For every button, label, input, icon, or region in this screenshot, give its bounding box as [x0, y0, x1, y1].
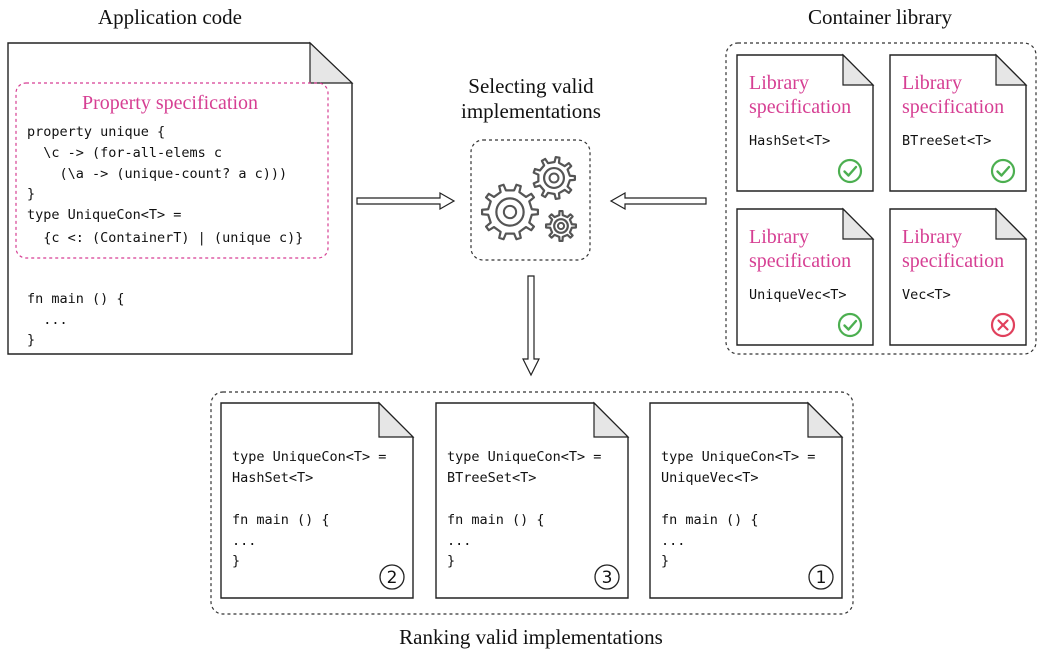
library-spec-title-line1: Library	[749, 226, 809, 248]
ranking-title: Ranking valid implementations	[399, 625, 663, 649]
selector-title-line2: implementations	[461, 99, 601, 123]
app-code-line: fn main () {	[27, 291, 125, 307]
app-code-line: }	[27, 186, 35, 202]
ranked-implementation-document: type UniqueCon<T> = BTreeSet<T> fn main (…	[435, 401, 630, 599]
ranking-box	[210, 391, 854, 615]
rank-badge	[379, 564, 405, 590]
ranked-code-line: UniqueVec<T>	[661, 470, 759, 486]
library-spec-title-line2: specification	[749, 96, 851, 118]
page-fold-corner	[378, 401, 415, 438]
ranked-code-line: BTreeSet<T>	[447, 470, 536, 486]
check-circle-icon	[837, 312, 863, 338]
ranked-doc-page	[435, 402, 629, 599]
ranked-implementation-list: type UniqueCon<T> = HashSet<T> fn main ()…	[220, 401, 844, 599]
property-specification-box	[15, 82, 329, 259]
container-library-title: Container library	[808, 5, 953, 29]
property-specification-title: Property specification	[82, 92, 258, 114]
ranked-code-line: fn main () {	[661, 512, 759, 528]
rank-badge	[594, 564, 620, 590]
page-fold-corner	[995, 53, 1028, 86]
ranked-code-line: ...	[661, 533, 685, 549]
library-doc-page	[736, 54, 874, 192]
ranked-code-line: type UniqueCon<T> =	[661, 449, 815, 465]
library-type-name: UniqueVec<T>	[749, 287, 847, 303]
app-code-line: (\a -> (unique-count? a c)))	[27, 166, 287, 182]
ranked-doc-page	[220, 402, 414, 599]
library-spec-title-line1: Library	[902, 72, 962, 94]
app-code-line: }	[27, 332, 35, 348]
library-type-name: BTreeSet<T>	[902, 133, 991, 149]
library-type-name: Vec<T>	[902, 287, 951, 303]
rank-number: 2	[387, 568, 398, 588]
ranked-code-line: }	[661, 553, 669, 569]
page-fold-corner	[842, 53, 875, 86]
ranked-code-line: ...	[232, 533, 256, 549]
application-code-title: Application code	[98, 5, 242, 29]
check-circle-icon	[837, 158, 863, 184]
library-doc-page	[736, 208, 874, 346]
rank-number: 1	[816, 568, 827, 588]
arrow-right-icon	[356, 191, 456, 211]
app-code-line: ...	[27, 312, 68, 328]
arrow-left-icon	[609, 191, 707, 211]
library-spec-title-line1: Library	[902, 226, 962, 248]
container-library-box	[725, 42, 1037, 355]
library-spec-title-line1: Library	[749, 72, 809, 94]
ranked-code-line: }	[447, 553, 455, 569]
page-fold-corner	[593, 401, 630, 438]
ranked-code-line: ...	[447, 533, 471, 549]
ranked-code-line: }	[232, 553, 240, 569]
ranked-doc-page	[649, 402, 843, 599]
rank-number: 3	[602, 568, 613, 588]
cross-circle-icon	[990, 312, 1016, 338]
ranked-code-line: HashSet<T>	[232, 470, 313, 486]
ranked-implementation-document: type UniqueCon<T> = HashSet<T> fn main ()…	[220, 401, 415, 599]
page-fold-corner	[807, 401, 844, 438]
library-doc-page	[889, 54, 1027, 192]
library-type-name: HashSet<T>	[749, 133, 830, 149]
page-fold-corner	[842, 207, 875, 240]
ranked-code-line: type UniqueCon<T> =	[447, 449, 601, 465]
library-spec-title-line2: specification	[902, 96, 1004, 118]
library-spec-title-line2: specification	[749, 250, 851, 272]
app-code-line: type UniqueCon<T> =	[27, 207, 181, 223]
application-code-document	[7, 41, 354, 355]
selector-box	[470, 139, 591, 261]
app-code-line: property unique {	[27, 124, 165, 140]
ranked-code-line: fn main () {	[447, 512, 545, 528]
gears-icon	[480, 155, 578, 243]
check-circle-icon	[990, 158, 1016, 184]
page-fold-corner	[995, 207, 1028, 240]
selector-title-line1: Selecting valid	[468, 74, 594, 98]
ranked-implementation-document: type UniqueCon<T> = UniqueVec<T> fn main …	[649, 401, 844, 599]
library-spec-title-line2: specification	[902, 250, 1004, 272]
rank-badge	[808, 564, 834, 590]
app-code-line: {c <: (ContainerT) | (unique c)}	[27, 230, 303, 246]
app-code-line: \c -> (for-all-elems c	[27, 145, 222, 161]
ranked-code-line: type UniqueCon<T> =	[232, 449, 386, 465]
ranked-code-line: fn main () {	[232, 512, 330, 528]
library-doc-page	[889, 208, 1027, 346]
library-spec-list: LibraryspecificationHashSet<T>Libraryspe…	[736, 53, 1028, 346]
arrow-down-icon	[522, 275, 540, 377]
